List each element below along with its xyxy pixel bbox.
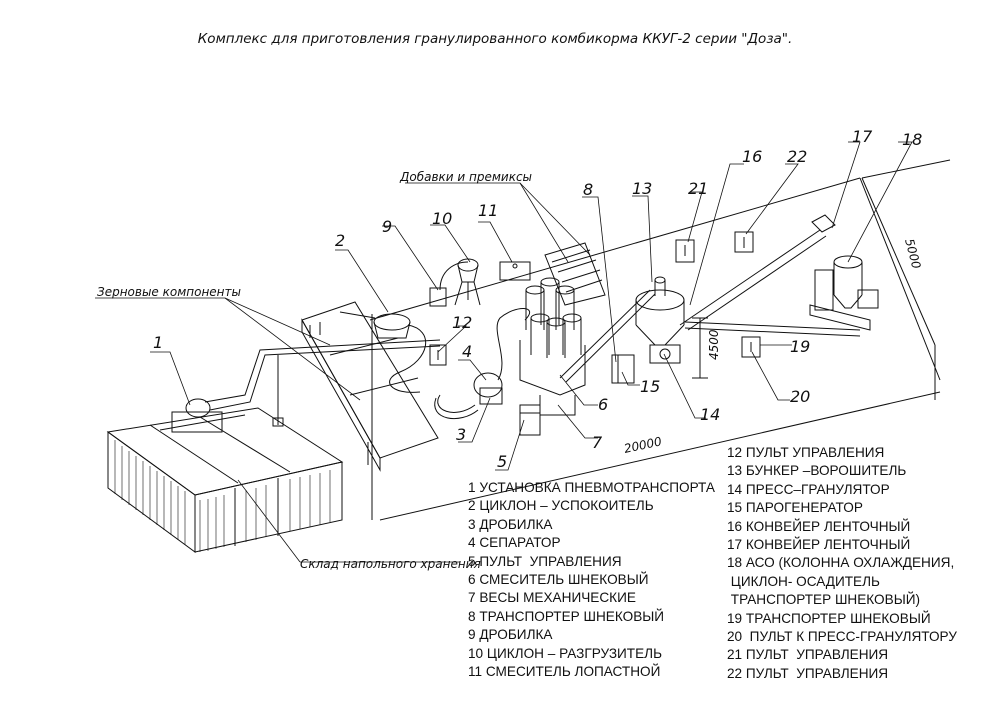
cooling-column — [809, 255, 879, 331]
crusher-separator — [434, 308, 531, 419]
annotations: Зерновые компоненты Добавки и премиксы С… — [97, 170, 532, 571]
conveyors — [679, 214, 861, 337]
legend-item: 21 ПУЛЬТ УПРАВЛЕНИЯ — [727, 647, 889, 663]
additives-label: Добавки и премиксы — [399, 170, 532, 184]
callout-10: 10 — [432, 209, 452, 228]
dimension-length: 20000 — [623, 434, 664, 456]
dimension-width: 5000 — [902, 237, 924, 270]
legend-item: 4 СЕПАРАТОР — [468, 535, 561, 551]
callout-2: 2 — [335, 231, 345, 250]
callout-numbers: 1 2 3 4 5 6 7 8 9 10 11 12 13 14 15 16 1… — [153, 127, 922, 471]
callout-21: 21 — [688, 179, 708, 198]
crusher-cyclone-group — [429, 258, 531, 307]
legend-item: 15 ПАРОГЕНЕРАТОР — [727, 500, 863, 516]
legend-item: 13 БУНКЕР –ВОРОШИТЕЛЬ — [727, 463, 907, 479]
callout-12: 12 — [452, 313, 472, 332]
legend-item: 10 ЦИКЛОН – РАЗГРУЗИТЕЛЬ — [468, 645, 663, 661]
callout-1: 1 — [153, 333, 163, 352]
legend-item: 22 ПУЛЬТ УПРАВЛЕНИЯ — [727, 665, 889, 681]
legend-item: 7 ВЕСЫ МЕХАНИЧЕСКИЕ — [468, 590, 636, 606]
callout-11: 11 — [478, 201, 498, 220]
dimension-lines — [369, 159, 951, 521]
legend-item: 14 ПРЕСС–ГРАНУЛЯТОР — [727, 481, 890, 497]
legend-item: 20 ПУЛЬТ К ПРЕСС-ГРАНУЛЯТОРУ — [727, 628, 957, 644]
intermediate-bins — [301, 301, 439, 472]
screw-transporter — [559, 289, 656, 383]
callout-4: 4 — [462, 342, 472, 361]
legend-item: 2 ЦИКЛОН – УСПОКОИТЕЛЬ — [468, 498, 654, 514]
callout-19: 19 — [790, 337, 810, 356]
legend-item: 18 АСО (КОЛОННА ОХЛАЖДЕНИЯ, — [727, 555, 955, 571]
callout-8: 8 — [583, 180, 593, 199]
mixer-silos — [519, 277, 586, 436]
legend-item: 3 ДРОБИЛКА — [468, 516, 553, 532]
legend-item: 6 СМЕСИТЕЛЬ ШНЕКОВЫЙ — [468, 571, 649, 587]
callout-14: 14 — [700, 405, 720, 424]
legend-item: 17 КОНВЕЙЕР ЛЕНТОЧНЫЙ — [727, 536, 911, 552]
control-panels — [429, 231, 761, 366]
legend-item: 5 ПУЛЬТ УПРАВЛЕНИЯ — [468, 553, 622, 569]
legend-item: ТРАНСПОРТЕР ШНЕКОВЫЙ) — [727, 592, 921, 608]
callout-22: 22 — [787, 147, 807, 166]
cyclone-settler — [339, 311, 426, 393]
legend-item: 1 УСТАНОВКА ПНЕВМОТРАНСПОРТА — [468, 480, 715, 495]
storage-bins — [106, 407, 344, 553]
callout-13: 13 — [632, 179, 652, 198]
legend-item: 12 ПУЛЬТ УПРАВЛЕНИЯ — [727, 445, 885, 460]
callout-16: 16 — [742, 147, 762, 166]
additives-pallets — [544, 242, 606, 306]
callout-20: 20 — [790, 387, 810, 406]
legend-item: 16 КОНВЕЙЕР ЛЕНТОЧНЫЙ — [727, 518, 911, 534]
callout-3: 3 — [456, 425, 466, 444]
callout-9: 9 — [382, 217, 392, 236]
callout-18: 18 — [902, 130, 922, 149]
legend-item: 11 СМЕСИТЕЛЬ ЛОПАСТНОЙ — [468, 663, 661, 679]
diagram-title: Комплекс для приготовления гранулированн… — [197, 31, 793, 47]
dimension-height: 4500 — [707, 329, 721, 360]
legend-item: 19 ТРАНСПОРТЕР ШНЕКОВЫЙ — [727, 610, 931, 626]
legend-item: 8 ТРАНСПОРТЕР ШНЕКОВЫЙ — [468, 608, 665, 624]
dimension-labels: 20000 5000 4500 — [623, 237, 924, 456]
callout-7: 7 — [592, 433, 603, 452]
bunker-press-group — [611, 276, 685, 384]
legend-item: 9 ДРОБИЛКА — [468, 627, 553, 643]
callout-17: 17 — [852, 127, 873, 146]
leader-lines — [95, 141, 913, 563]
grain-components-label: Зерновые компоненты — [97, 285, 241, 299]
legend-item: ЦИКЛОН- ОСАДИТЕЛЬ — [727, 573, 880, 589]
legend-right: 12 ПУЛЬТ УПРАВЛЕНИЯ 13 БУНКЕР –ВОРОШИТЕЛЬ… — [727, 444, 957, 683]
callout-15: 15 — [640, 377, 660, 396]
legend-left: 1 УСТАНОВКА ПНЕВМОТРАНСПОРТА 2 ЦИКЛОН – У… — [468, 479, 715, 681]
storage-label: Склад напольного хранения — [300, 557, 481, 571]
callout-6: 6 — [598, 395, 608, 414]
callout-5: 5 — [497, 452, 507, 471]
pneumatic-transport-unit — [159, 339, 441, 433]
